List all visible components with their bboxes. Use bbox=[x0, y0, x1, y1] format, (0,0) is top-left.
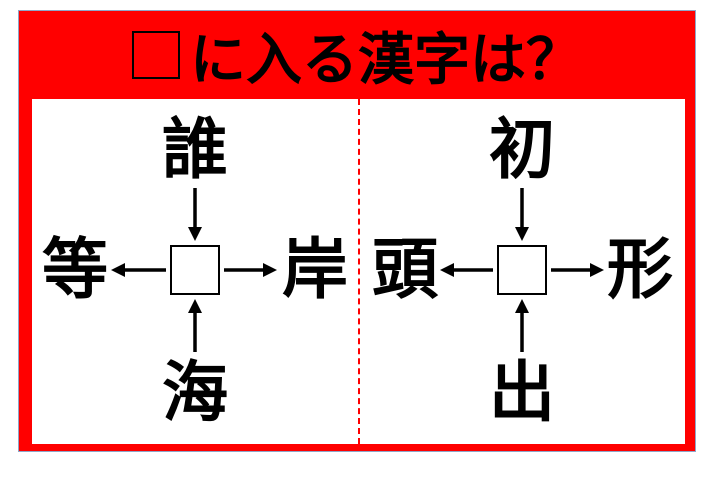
puzzle2-left-kanji: 頭 bbox=[372, 231, 438, 308]
puzzle1-top-kanji: 誰 bbox=[162, 111, 228, 188]
title-blank-square bbox=[132, 31, 180, 79]
puzzle2-top-kanji: 初 bbox=[489, 111, 555, 188]
puzzle1-bottom-kanji: 海 bbox=[162, 354, 228, 431]
puzzle1-right-kanji: 岸 bbox=[282, 231, 348, 308]
puzzle1-left-kanji: 等 bbox=[42, 231, 108, 308]
puzzle2-right-kanji: 形 bbox=[607, 231, 673, 308]
dashed-divider bbox=[358, 99, 360, 444]
puzzle1-blank-box[interactable] bbox=[170, 245, 220, 295]
puzzle2-bottom-kanji: 出 bbox=[489, 354, 555, 431]
title-text: に入る漢字は？ bbox=[190, 27, 582, 93]
puzzle2-blank-box[interactable] bbox=[497, 245, 547, 295]
title-banner: に入る漢字は？ bbox=[19, 11, 695, 99]
